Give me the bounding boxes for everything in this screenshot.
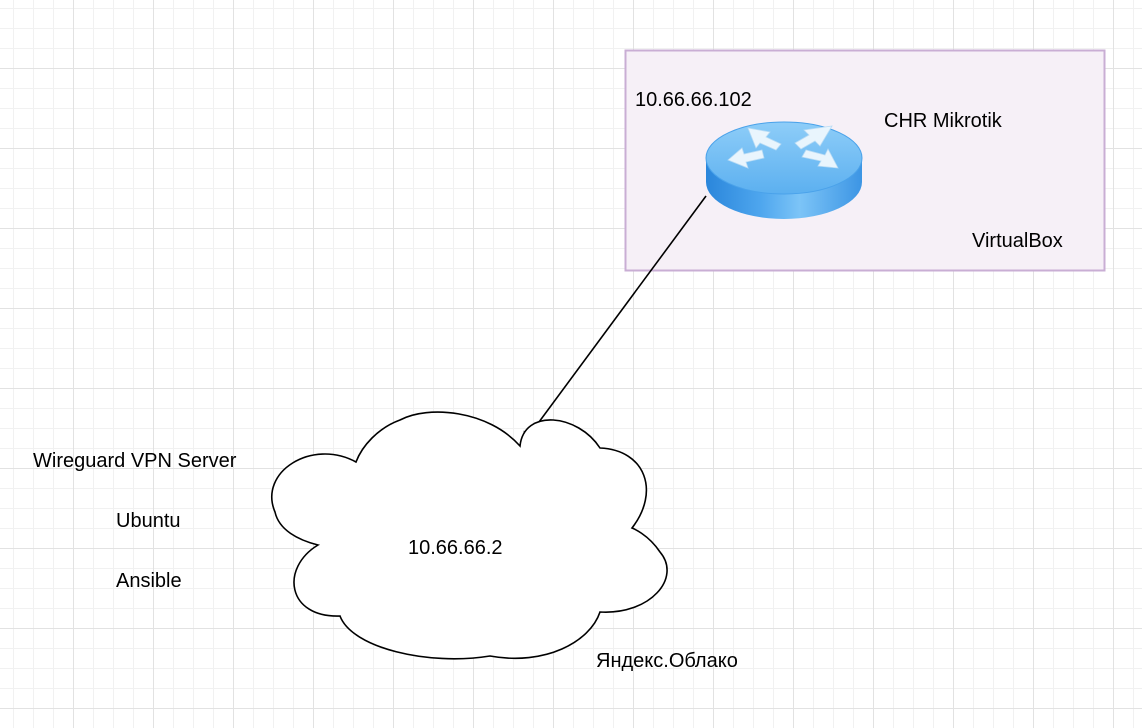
server-os-label: Ubuntu	[116, 510, 181, 532]
router-icon[interactable]	[705, 121, 863, 219]
virtualbox-label: VirtualBox	[972, 230, 1063, 252]
server-ip-label: 10.66.66.2	[408, 537, 503, 559]
cloud-icon[interactable]	[271, 411, 668, 660]
server-role-label: Wireguard VPN Server	[33, 450, 237, 472]
router-name-label: CHR Mikrotik	[884, 110, 1002, 132]
cloud-provider-label: Яндекс.Облако	[596, 650, 738, 672]
virtualbox-container[interactable]	[624, 49, 1106, 272]
router-ip-label: 10.66.66.102	[635, 89, 752, 111]
server-tool-label: Ansible	[116, 570, 182, 592]
connection-arrow[interactable]	[521, 195, 707, 447]
